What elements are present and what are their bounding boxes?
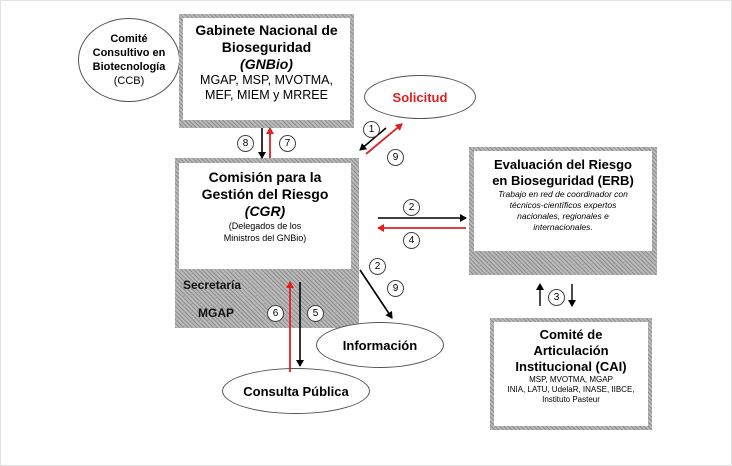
cai-title-3: Institucional (CAI)	[515, 359, 627, 374]
solicitud-label: Solicitud	[392, 89, 448, 105]
gnbio-members-1: MGAP, MSP, MVOTMA,	[200, 73, 333, 87]
cgr-title-2: Gestión del Riesgo	[201, 186, 329, 202]
ccb-line2: Consultivo en	[92, 47, 166, 59]
cai-sub-3: Instituto Pasteur	[542, 395, 600, 404]
ccb-line1: Comité	[110, 33, 148, 45]
step-9-solicitud: 9	[387, 149, 404, 166]
step-1: 1	[363, 121, 380, 138]
erb-inner: Evaluación del Riesgo en Bioseguridad (E…	[474, 151, 652, 251]
consulta-label: Consulta Pública	[243, 383, 349, 399]
cgr-sub-2: Ministros del GNBio)	[223, 233, 307, 243]
cgr-title-1: Comisión para la	[208, 169, 322, 185]
ccb-line3: Biotecnología	[92, 61, 166, 73]
consulta-ellipse: Consulta Pública	[222, 368, 370, 414]
solicitud-ellipse: Solicitud	[364, 75, 476, 119]
step-4: 4	[403, 232, 420, 249]
cgr-abbr: (CGR)	[244, 203, 286, 219]
arrow-2-info	[359, 269, 393, 319]
gnbio-title-2: Bioseguridad	[221, 39, 312, 55]
cai-sub-1: MSP, MVOTMA, MGAP	[529, 375, 613, 384]
cai-inner: Comité de Articulación Institucional (CA…	[494, 322, 648, 426]
ccb-ellipse: Comité Consultivo en Biotecnología (CCB)	[78, 18, 180, 102]
gnbio-title-1: Gabinete Nacional de	[195, 22, 338, 38]
erb-title-1: Evaluación del Riesgo	[494, 157, 632, 172]
step-2-erb: 2	[403, 199, 420, 216]
gnbio-abbr: (GNBio)	[240, 56, 293, 72]
cgr-sub-1: (Delegados de los	[228, 221, 302, 231]
cai-title-1: Comité de	[539, 327, 603, 342]
step-5: 5	[307, 305, 324, 322]
gnbio-inner: Gabinete Nacional de Bioseguridad (GNBio…	[183, 18, 350, 120]
erb-sub-1: Trabajo en red de coordinador con	[498, 189, 628, 199]
erb-title-2: en Bioseguridad (ERB)	[492, 173, 634, 188]
step-2-info: 2	[369, 258, 386, 275]
erb-sub-2: técnicos-científicos expertos	[509, 200, 617, 210]
ccb-line4: (CCB)	[113, 75, 145, 87]
cgr-inner: Comisión para la Gestión del Riesgo (CGR…	[179, 163, 351, 269]
cai-sub-2: INIA, LATU, UdelaR, INASE, IIBCE,	[507, 385, 635, 394]
informacion-label: Información	[342, 337, 418, 353]
secretaria-label: Secretaría	[183, 278, 242, 292]
secretaria-org: MGAP	[198, 306, 234, 320]
step-6: 6	[267, 305, 284, 322]
erb-sub-4: internacionales.	[533, 222, 593, 232]
arrow-9-solicitud	[365, 123, 403, 155]
step-8: 8	[237, 135, 254, 152]
step-9-info: 9	[387, 280, 404, 297]
step-3: 3	[548, 289, 565, 306]
arrow-1	[359, 127, 387, 151]
erb-sub-3: nacionales, regionales e	[517, 211, 609, 221]
step-7: 7	[279, 135, 296, 152]
gnbio-members-2: MEF, MIEM y MRREE	[205, 88, 328, 102]
informacion-ellipse: Información	[316, 322, 444, 368]
cai-title-2: Articulación	[533, 343, 609, 358]
